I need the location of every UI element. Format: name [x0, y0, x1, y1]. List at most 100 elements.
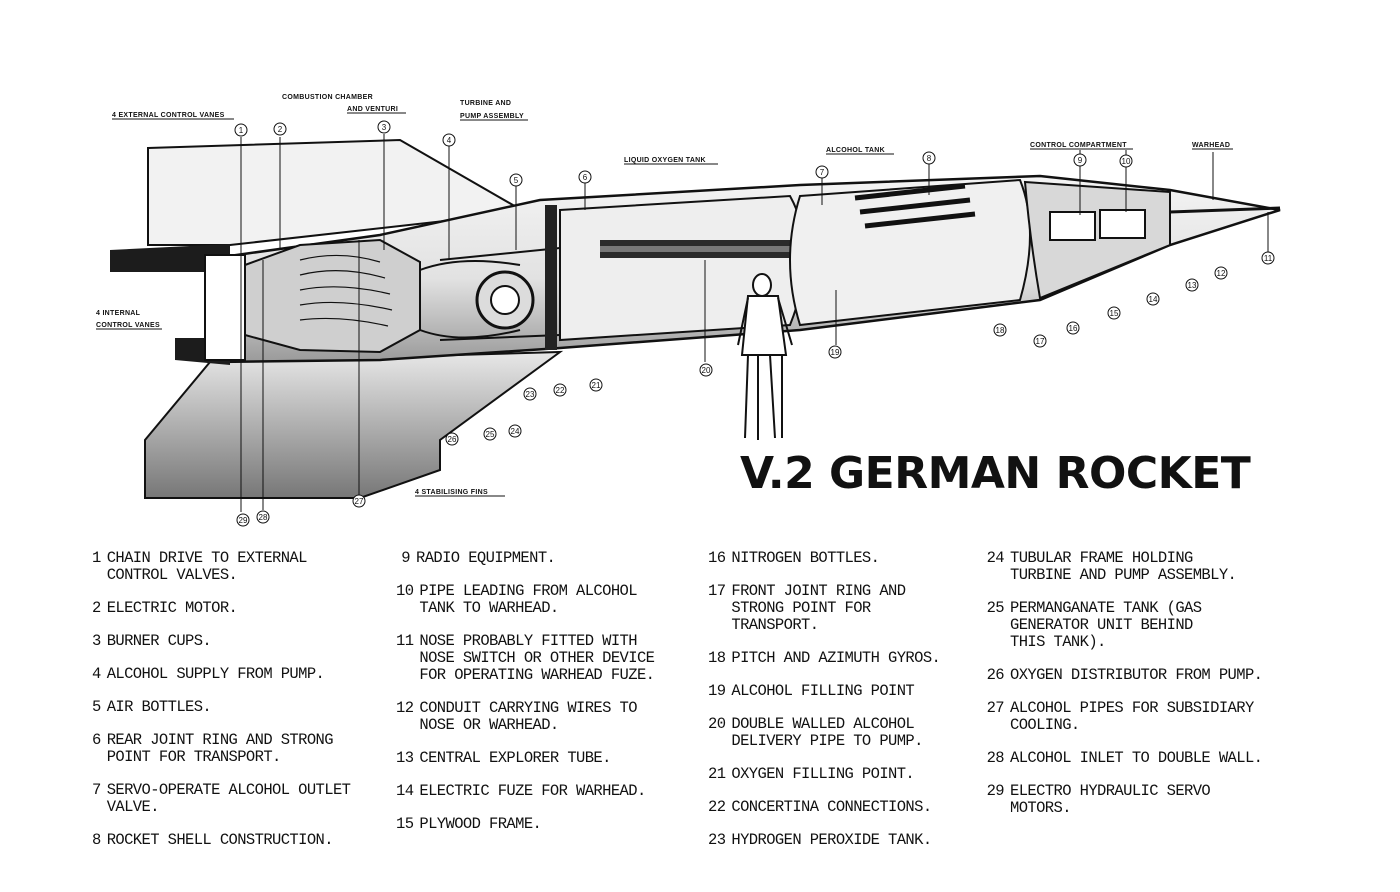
legend-text: PITCH AND AZIMUTH GYROS. [731, 649, 941, 667]
legend-number: 19 [708, 682, 726, 700]
radio-box-1 [1049, 211, 1096, 241]
left-vane-upper [110, 244, 230, 272]
legend-number: 20 [708, 715, 726, 733]
rocket-cutaway-diagram: 4 EXTERNAL CONTROL VANES COMBUSTION CHAM… [96, 94, 1281, 527]
legend-text: ALCOHOL INLET TO DOUBLE WALL. [1010, 749, 1263, 767]
legend-number: 13 [396, 749, 414, 767]
legend-item: 9 RADIO EQUIPMENT. [396, 550, 706, 567]
legend-text: ROCKET SHELL CONSTRUCTION. [106, 831, 334, 849]
combustion-chamber [244, 238, 421, 354]
legend-text: CENTRAL EXPLORER TUBE. [419, 749, 611, 767]
legend-text: ELECTRO HYDRAULIC SERVO MOTORS. [1010, 782, 1211, 817]
legend-number: 3 [92, 632, 101, 650]
callout-control-compartment: CONTROL COMPARTMENT [1030, 142, 1127, 149]
marker-6: 6 [583, 173, 588, 182]
callout-internal-vanes-2: CONTROL VANES [96, 322, 160, 329]
legend-number: 6 [92, 731, 101, 749]
leader-lines [240, 134, 1269, 512]
legend-text: CONDUIT CARRYING WIRES TO NOSE OR WARHEA… [419, 699, 637, 734]
legend-text: NOSE PROBABLY FITTED WITH NOSE SWITCH OR… [419, 632, 655, 684]
legend-text: PIPE LEADING FROM ALCOHOL TANK TO WARHEA… [419, 582, 637, 617]
legend-text: CHAIN DRIVE TO EXTERNAL CONTROL VALVES. [106, 549, 308, 584]
legend-text: SERVO-OPERATE ALCOHOL OUTLET VALVE. [106, 781, 351, 816]
legend-text: ALCOHOL SUPPLY FROM PUMP. [106, 665, 325, 683]
lower-fin [144, 350, 564, 499]
legend-number: 11 [396, 632, 414, 650]
marker-labels: 1 2 3 4 5 6 7 8 9 11 12 10 23 14 15 16 1… [239, 123, 1273, 525]
legend-item: 26 OXYGEN DISTRIBUTOR FROM PUMP. [984, 667, 1300, 684]
legend-item: 22 CONCERTINA CONNECTIONS. [708, 799, 978, 816]
marker-group [234, 120, 1275, 527]
marker-16: 16 [1069, 324, 1078, 333]
callout-fins: 4 STABILISING FINS [415, 489, 488, 496]
legend-text: CONCERTINA CONNECTIONS. [731, 798, 932, 816]
marker-8: 8 [927, 154, 932, 163]
turbine-hub [490, 285, 520, 315]
callout-turbine-2: PUMP ASSEMBLY [460, 113, 524, 120]
explorer-tube-inner [600, 246, 840, 252]
marker-9: 9 [1078, 156, 1083, 165]
callout-lox-tank: LIQUID OXYGEN TANK [624, 157, 706, 164]
callout-external-vanes: 4 EXTERNAL CONTROL VANES [112, 112, 225, 119]
legend-text: DOUBLE WALLED ALCOHOL DELIVERY PIPE TO P… [731, 715, 923, 750]
legend-number: 9 [401, 549, 410, 567]
marker-26: 26 [448, 435, 457, 444]
marker-11: 11 [1264, 254, 1273, 263]
legend-text: REAR JOINT RING AND STRONG POINT FOR TRA… [106, 731, 334, 766]
pipe-bundle [419, 247, 561, 341]
legend-text: RADIO EQUIPMENT. [416, 549, 556, 567]
legend-text: ELECTRIC MOTOR. [106, 599, 238, 617]
legend-item: 18 PITCH AND AZIMUTH GYROS. [708, 650, 978, 667]
callout-warhead: WARHEAD [1192, 142, 1230, 149]
human-figure [737, 273, 793, 440]
legend-number: 14 [396, 782, 414, 800]
legend-text: PLYWOOD FRAME. [419, 815, 542, 833]
marker-13: 13 [1188, 281, 1197, 290]
callout-combustion-2: AND VENTURI [347, 106, 398, 113]
marker-29: 29 [239, 516, 248, 525]
callout-turbine-1: TURBINE AND [460, 100, 511, 107]
legend-number: 7 [92, 781, 101, 799]
nose-tube [1169, 206, 1281, 214]
legend-item: 10 PIPE LEADING FROM ALCOHOL TANK TO WARH… [396, 583, 706, 617]
legend-number: 18 [708, 649, 726, 667]
marker-18: 18 [996, 326, 1005, 335]
legend-number: 17 [708, 582, 726, 600]
marker-27: 27 [355, 497, 364, 506]
marker-12: 12 [1217, 269, 1226, 278]
plywood-frame [854, 183, 976, 229]
marker-7: 7 [820, 168, 825, 177]
control-compartment [1023, 180, 1171, 300]
legend-number: 29 [986, 782, 1005, 800]
legend-number: 27 [986, 699, 1005, 717]
marker-19: 19 [831, 348, 840, 357]
legend-text: BURNER CUPS. [106, 632, 212, 650]
marker-2: 2 [278, 125, 283, 134]
legend-number: 10 [396, 582, 414, 600]
legend-text: OXYGEN DISTRIBUTOR FROM PUMP. [1010, 666, 1263, 684]
legend-item: 29 ELECTRO HYDRAULIC SERVO MOTORS. [984, 783, 1300, 817]
legend-number: 26 [986, 666, 1005, 684]
legend-number: 24 [986, 549, 1005, 567]
alcohol-tank [789, 178, 1031, 327]
legend-item: 11 NOSE PROBABLY FITTED WITH NOSE SWITCH … [396, 633, 706, 684]
legend-number: 22 [708, 798, 726, 816]
legend-item: 13 CENTRAL EXPLORER TUBE. [396, 750, 706, 767]
callout-internal-vanes-1: 4 INTERNAL [96, 310, 141, 317]
callout-combustion-1: COMBUSTION CHAMBER [282, 94, 373, 101]
marker-22: 22 [556, 386, 565, 395]
legend-number: 15 [396, 815, 414, 833]
marker-25: 25 [486, 430, 495, 439]
